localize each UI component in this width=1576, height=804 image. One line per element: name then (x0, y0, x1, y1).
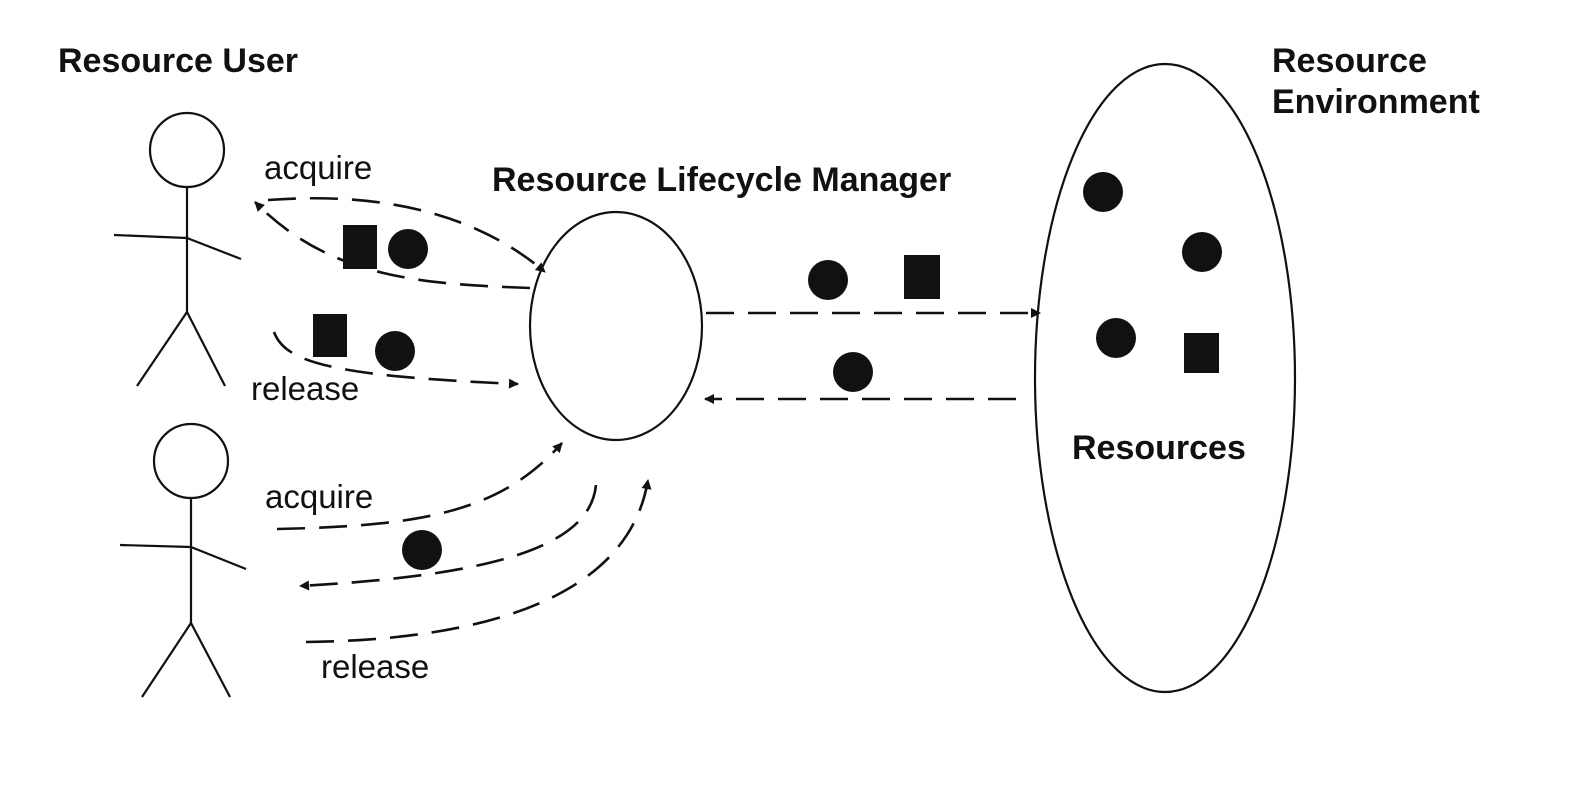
lifecycle-manager-ellipse-icon (528, 210, 704, 442)
resource-square-icon (343, 225, 377, 269)
resource-circle-icon (388, 229, 428, 269)
resource-square-icon (313, 314, 347, 357)
user2-acquire-flow: acquire (265, 442, 598, 591)
user1-release-flow: release (251, 314, 519, 407)
resource-environment-title-line1: Resource (1272, 42, 1427, 80)
manager-to-environment-flow (706, 255, 1041, 318)
resource-circle-icon (1083, 172, 1123, 212)
resource-environment-ellipse-icon (1033, 62, 1297, 694)
user2-acquire-label: acquire (265, 478, 373, 515)
resource-environment-title-line2: Environment (1272, 83, 1480, 121)
resource-circle-icon (808, 260, 848, 300)
user2-release-flow: release (305, 479, 652, 685)
resource-user-2-icon (119, 422, 247, 698)
resources-label: Resources (1072, 429, 1246, 467)
lifecycle-manager-title: Resource Lifecycle Manager (492, 161, 951, 199)
resource-circle-icon (375, 331, 415, 371)
user1-acquire-label: acquire (264, 149, 372, 186)
user1-acquire-flow: acquire (254, 149, 546, 290)
resource-square-icon (1184, 333, 1219, 373)
user1-release-label: release (251, 370, 359, 407)
resource-circle-icon (833, 352, 873, 392)
resource-circle-icon (1096, 318, 1136, 358)
user2-release-label: release (321, 648, 429, 685)
resource-user-1-icon (113, 111, 242, 387)
environment-to-manager-flow (704, 352, 1016, 404)
resource-user-title: Resource User (58, 42, 298, 80)
resource-circle-icon (402, 530, 442, 570)
resource-pool (1083, 172, 1222, 373)
resource-circle-icon (1182, 232, 1222, 272)
resource-square-icon (904, 255, 940, 299)
